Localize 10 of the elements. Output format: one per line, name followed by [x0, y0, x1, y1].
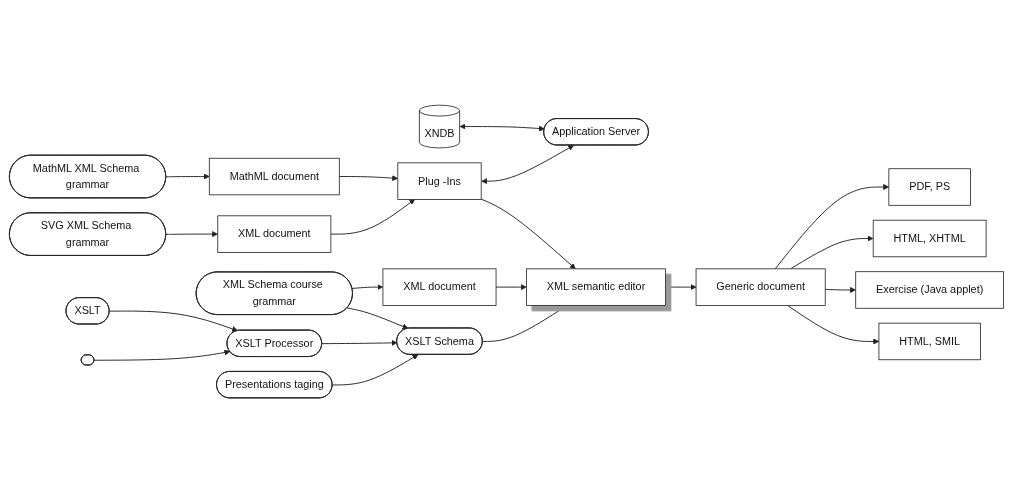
node-box: XML document: [382, 267, 497, 306]
node-box: Generic document: [695, 267, 826, 306]
node-box: HTML, SMIL: [878, 322, 981, 360]
node-box: HTML, XHTML: [872, 219, 987, 257]
node-box: XML semantic editor: [526, 267, 666, 306]
node-box: XML document: [217, 214, 332, 253]
node-box: Exercise (Java applet): [855, 270, 1004, 309]
node-box: PDF, PS: [888, 167, 971, 206]
node-box: Plug -Ins: [397, 161, 482, 200]
node-box: MathML document: [208, 157, 340, 195]
